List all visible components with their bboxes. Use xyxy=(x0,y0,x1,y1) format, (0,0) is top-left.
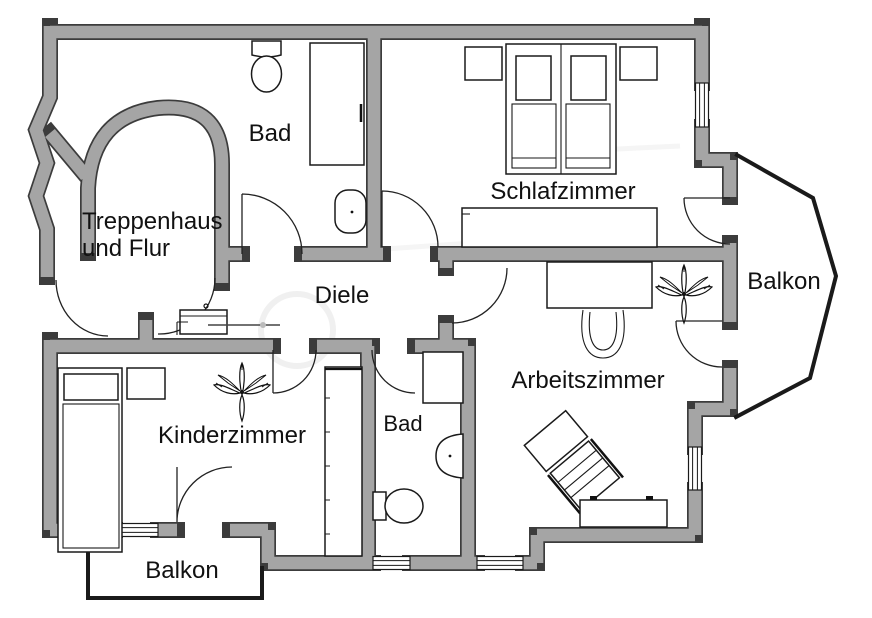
door-arc-balkon-kinderzimmer xyxy=(176,466,233,523)
dresser-icon xyxy=(176,303,280,335)
windows xyxy=(114,82,710,571)
door-arc-bad-top xyxy=(241,193,303,255)
bathroom-cabinet-icon xyxy=(422,351,464,404)
room-label-bad-top: Bad xyxy=(249,120,292,147)
room-label-arbeitszimmer: Arbeitszimmer xyxy=(511,367,664,394)
toilet-icon xyxy=(250,40,283,93)
room-label-balkon-bottom: Balkon xyxy=(145,557,218,584)
room-label-kinderzimmer: Kinderzimmer xyxy=(158,422,306,449)
sideboard-schlafzimmer-icon xyxy=(461,207,658,248)
window-arbeitszimmer-south xyxy=(476,555,524,571)
single-bed-icon xyxy=(57,367,123,553)
window-arbeitszimmer-east xyxy=(687,446,703,491)
side-table-icon xyxy=(126,367,166,400)
nightstand-right-icon xyxy=(619,46,658,81)
door-arc-arbeitszimmer xyxy=(451,267,508,324)
door-arc-entrance xyxy=(55,279,109,337)
door-arc-kinderzimmer xyxy=(272,349,317,394)
plant-icon xyxy=(655,264,713,324)
room-label-bad-bottom: Bad xyxy=(383,411,422,436)
desk-icon xyxy=(546,261,653,309)
toilet-bottom-icon xyxy=(372,488,424,524)
double-bed-icon xyxy=(505,43,617,175)
balcony-bottom-outline xyxy=(86,535,264,600)
window-bad-south xyxy=(372,555,411,571)
plant-icon xyxy=(213,362,271,422)
lounge-chair-icon xyxy=(523,409,624,515)
room-label-balkon-right: Balkon xyxy=(747,268,820,295)
nightstand-left-icon xyxy=(464,46,503,81)
room-label-schlafzimmer: Schlafzimmer xyxy=(490,178,635,205)
room-label-treppenhaus-line2: und Flur xyxy=(82,235,170,262)
window-schlafzimmer-east xyxy=(694,82,710,128)
sink-bottom-icon xyxy=(435,433,464,479)
door-arc-schlafzimmer xyxy=(381,190,439,248)
office-chair-icon xyxy=(581,309,625,359)
bathtub-icon xyxy=(309,42,365,166)
tall-wardrobe-icon xyxy=(324,366,363,557)
sink-icon xyxy=(334,189,367,234)
room-label-diele: Diele xyxy=(315,282,370,309)
door-arc-balkon-arbeitszimmer xyxy=(675,320,723,368)
door-arc-balkon-schlafzimmer xyxy=(683,197,731,245)
room-label-treppenhaus-line1: Treppenhaus xyxy=(82,208,223,235)
lowboard-icon xyxy=(579,496,668,528)
doors xyxy=(55,190,731,523)
door-arc-bad-bottom xyxy=(371,349,416,394)
balcony-right-outline xyxy=(733,152,839,420)
